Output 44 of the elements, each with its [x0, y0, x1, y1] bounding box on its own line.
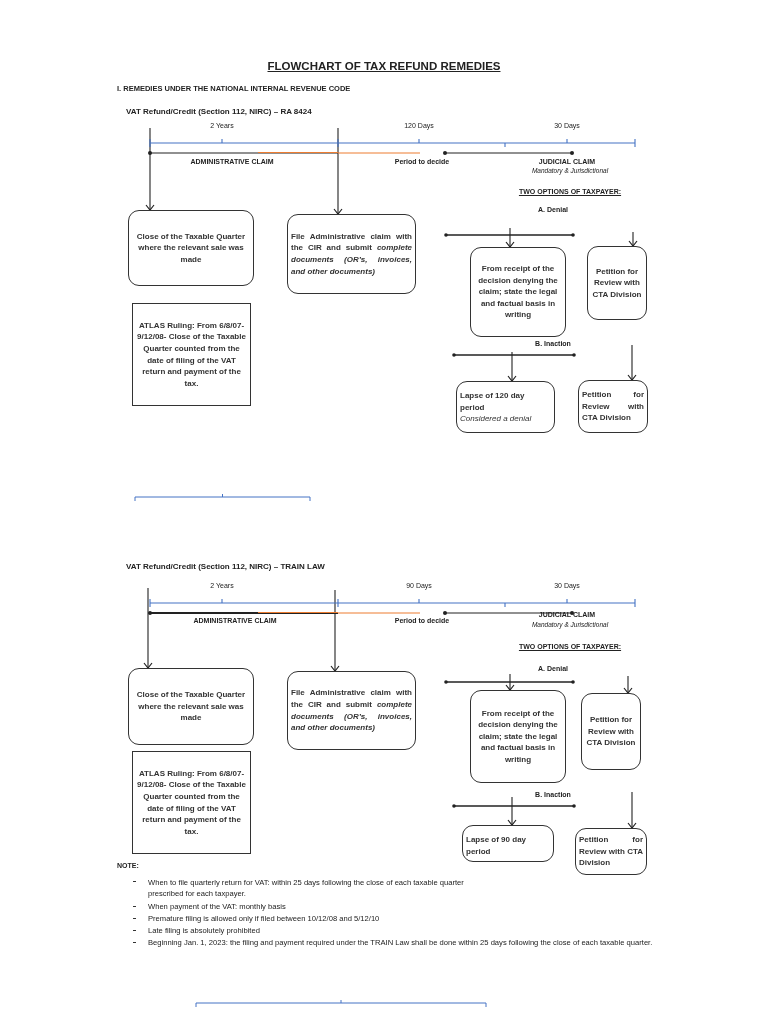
step-box — [128, 668, 254, 745]
arrow — [507, 796, 517, 826]
step-box — [581, 693, 641, 770]
step-box — [128, 210, 254, 286]
box-text: From receipt of the decision denying the claim; state the legal and factual basis in writing — [477, 263, 559, 321]
subsection-heading: VAT Refund/Credit (Section 112, NIRC) – RA 8424 — [126, 107, 312, 116]
step-box — [575, 828, 647, 875]
box-text: Considered a denial — [460, 413, 533, 425]
step-box — [587, 246, 647, 320]
note-box — [132, 303, 251, 406]
arrow — [505, 227, 515, 248]
title: FLOWCHART OF TAX REFUND REMEDIES — [266, 60, 502, 72]
arrow — [623, 675, 633, 694]
step-box — [470, 690, 566, 783]
box-text: Close of the Taxable Quarter where the relevant sale was made — [135, 689, 247, 724]
box-text: Petition for Review with CTA Division — [582, 389, 644, 424]
box-text: Lapse of 90 day period — [466, 834, 528, 858]
step-box — [287, 671, 416, 750]
step-box — [578, 380, 648, 433]
note-box — [132, 751, 251, 854]
box-text: ATLAS Ruling: From 6/8/07-9/12/08- Close of the Taxable Quarter counted from the date of filing of the VAT return and payment of the tax. — [136, 767, 247, 838]
box-text: ATLAS Ruling: From 6/8/07-9/12/08- Close of the Taxable Quarter counted from the date of filing of the VAT return and payment of the tax. — [136, 319, 247, 390]
box-text: Petition for Review with CTA Division — [585, 714, 637, 749]
arrow — [628, 231, 638, 247]
box-text: Petition for Review with CTA Division — [579, 834, 643, 869]
box-text: File Administrative claim with the CIR and submit complete documents (OR’s, invoices, and other documents) — [291, 687, 412, 734]
box-text: From receipt of the decision denying the claim; state the legal and factual basis in writing — [477, 707, 559, 766]
box-text: Close of the Taxable Quarter where the relevant sale was made — [135, 230, 247, 266]
arrow — [627, 344, 637, 381]
box-text: Petition for Review with CTA Division — [591, 265, 643, 301]
step-box — [456, 381, 555, 433]
subsection-heading: VAT Refund/Credit (Section 112, NIRC) – TRAIN LAW — [126, 562, 325, 571]
arrow — [507, 351, 517, 382]
step-box — [287, 214, 416, 294]
arrow — [627, 791, 637, 829]
box-text: Lapse of 120 day period — [460, 390, 526, 414]
arrow — [143, 587, 153, 669]
box-text: File Administrative claim with the CIR and submit complete documents (OR’s, invoices, and other documents) — [291, 230, 412, 278]
arrow — [505, 673, 515, 691]
step-box — [462, 825, 554, 863]
arrow — [330, 589, 340, 672]
arrow — [333, 127, 343, 215]
step-box — [470, 247, 566, 337]
arrow — [145, 127, 155, 211]
